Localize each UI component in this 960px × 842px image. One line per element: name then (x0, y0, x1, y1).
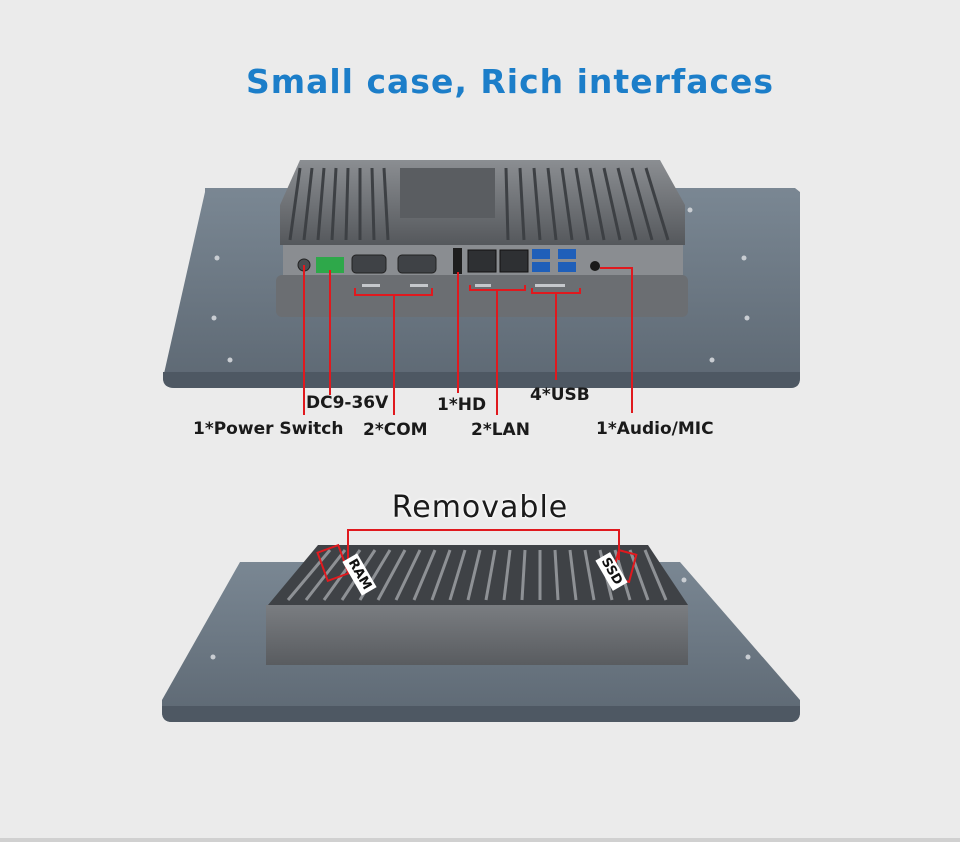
bottom-case (266, 605, 688, 665)
com-port-2 (397, 254, 437, 274)
usb-port-4 (558, 262, 576, 272)
bottom-divider (0, 838, 960, 842)
hd-port (453, 248, 462, 274)
bottom-heatsink (268, 545, 688, 605)
usb-port-3 (558, 249, 576, 259)
top-device (163, 160, 800, 388)
label-audio: 1*Audio/MIC (596, 419, 714, 439)
usb-port-2 (532, 262, 550, 272)
lan-port-2 (499, 249, 529, 273)
removable-title: Removable (391, 490, 569, 525)
label-dc: DC9-36V (306, 393, 389, 413)
label-hd: 1*HD (437, 395, 487, 415)
com-port-1 (351, 254, 387, 274)
label-usb: 4*USB (530, 385, 590, 405)
label-com: 2*COM (363, 420, 428, 440)
dc-port (316, 257, 344, 273)
bottom-device (162, 545, 800, 722)
audio-port (590, 261, 600, 271)
usb-port-1 (532, 249, 550, 259)
label-lan: 2*LAN (471, 420, 530, 440)
label-power-switch: 1*Power Switch (193, 419, 344, 439)
callout-lines (303, 265, 633, 415)
lan-port-1 (467, 249, 497, 273)
headline: Small case, Rich interfaces (245, 62, 775, 101)
